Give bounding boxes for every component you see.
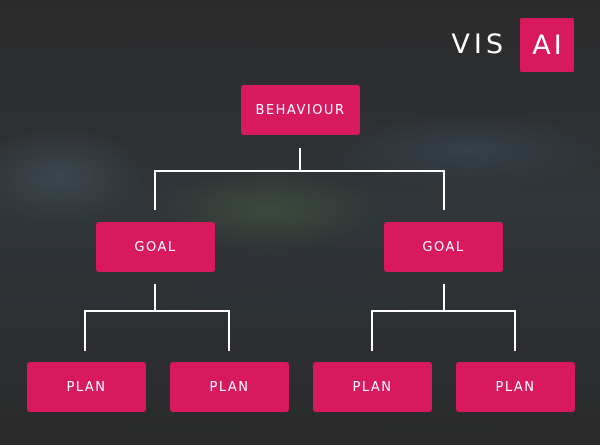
- behaviour-node: BEHAVIOUR: [241, 85, 360, 135]
- plan-node-2: PLAN: [170, 362, 289, 412]
- logo-ai-badge: AI: [520, 18, 574, 72]
- plan-node-3: PLAN: [313, 362, 432, 412]
- goal-node-right: GOAL: [384, 222, 503, 272]
- goal-node-left: GOAL: [96, 222, 215, 272]
- plan-node-4: PLAN: [456, 362, 575, 412]
- plan-node-1: PLAN: [27, 362, 146, 412]
- vis-ai-logo: VIS AI: [451, 18, 574, 72]
- logo-vis-text: VIS: [451, 29, 507, 60]
